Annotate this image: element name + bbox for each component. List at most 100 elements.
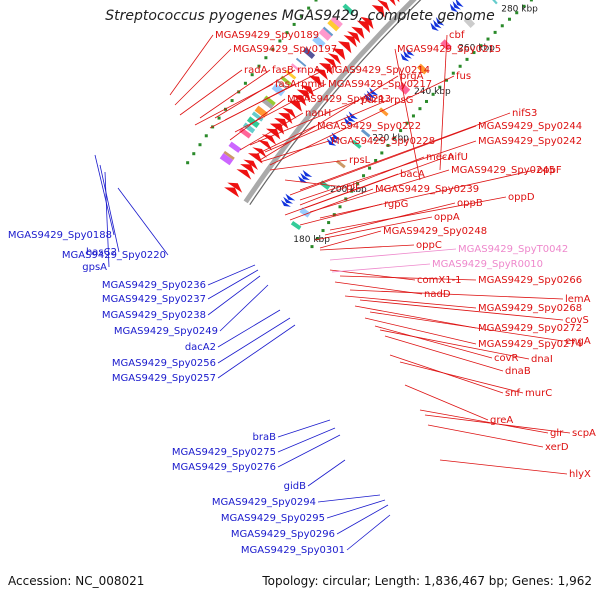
red-gene-label: rpsG — [390, 95, 413, 106]
forward-gene-arrow — [296, 89, 311, 101]
connector-line — [319, 230, 382, 249]
kbp-tick-label: 180 kbp — [293, 235, 330, 245]
reverse-gene-arrow — [366, 90, 376, 99]
cog-block — [219, 153, 234, 166]
inner-dot — [418, 107, 422, 111]
red-gene-label: MGAS9429_Spy0228 — [331, 136, 435, 147]
red-gene-label: MGAS9429_Spy0244 — [478, 121, 582, 132]
forward-gene-arrow — [261, 134, 277, 146]
forward-gene-arrow — [257, 139, 273, 151]
connector-line — [324, 202, 456, 236]
connector-line — [277, 434, 341, 468]
red-gene-label: MGAS9429_Spy0215 — [397, 44, 501, 55]
red-gene-label: prgA — [400, 71, 424, 82]
inner-dot — [362, 174, 366, 178]
blue-gene-label: MGAS9429_Spy0295 — [221, 513, 325, 524]
red-gene-label: fasB — [272, 65, 294, 76]
outer-dot — [243, 81, 247, 85]
connector-line — [329, 196, 507, 231]
red-gene-label: dnaI — [531, 354, 553, 365]
reverse-gene-arrow — [343, 117, 354, 125]
reverse-gene-arrow — [298, 176, 308, 184]
inner-dot — [368, 166, 372, 170]
cog-block — [295, 57, 307, 67]
forward-gene-arrow — [236, 169, 252, 180]
cog-block — [280, 75, 292, 86]
kbp-tick-label: 240 kbp — [414, 87, 451, 97]
inner-dot — [486, 37, 490, 41]
connector-line — [249, 99, 360, 146]
inner-dot — [458, 64, 462, 68]
red-gene-label: xerD — [545, 442, 569, 453]
forward-gene-arrow — [282, 107, 297, 119]
reverse-gene-arrow — [455, 0, 464, 8]
red-gene-label: bacA — [400, 169, 425, 180]
kbp-tick-label: 280 kbp — [501, 4, 538, 14]
connector-line — [319, 244, 415, 251]
inner-dot — [451, 71, 455, 75]
connector-line — [117, 187, 169, 256]
red-gene-label: nifS3 — [512, 108, 537, 119]
blue-gene-label: MGAS9429_Spy0237 — [102, 294, 206, 305]
blue-gene-label: MGAS9429_Spy0296 — [231, 529, 335, 540]
red-gene-label: covR — [494, 353, 519, 364]
connector-line — [307, 459, 346, 487]
connector-line — [254, 125, 316, 156]
connector-line — [369, 311, 564, 342]
red-gene-label: dnaB — [505, 366, 531, 377]
inner-dot — [321, 229, 325, 233]
reverse-gene-arrow — [405, 47, 415, 56]
inner-dot — [310, 245, 314, 249]
red-gene-label: oppD — [508, 192, 535, 203]
reverse-gene-arrow — [300, 172, 311, 181]
forward-gene-arrow — [331, 48, 346, 61]
forward-gene-arrow — [318, 62, 333, 75]
forward-gene-arrow — [240, 164, 255, 175]
inner-dot — [315, 237, 319, 241]
inner-dot — [327, 221, 331, 225]
red-gene-label: rpmH — [297, 79, 325, 90]
blue-gene-label: MGAS9429_Spy0238 — [102, 310, 206, 321]
connector-line — [207, 269, 259, 300]
connector-line — [239, 112, 304, 151]
cog-block — [330, 15, 343, 28]
forward-gene-arrow — [389, 0, 396, 7]
connector-line — [199, 69, 271, 119]
backbone — [243, 0, 417, 204]
blue-gene-label: MGAS9429_Spy0257 — [112, 373, 216, 384]
inner-dot — [438, 85, 442, 89]
connector-line — [359, 299, 564, 321]
red-gene-label: MGAS9429_Spy0266 — [478, 275, 582, 286]
forward-gene-arrow — [356, 20, 371, 33]
connector-line — [424, 414, 571, 434]
red-gene-label: MGAS9429_Spy0214 — [326, 65, 430, 76]
red-gene-label: MGAS9429_Spy0245 — [451, 165, 555, 176]
connector-line — [329, 248, 457, 261]
inner-cog-block — [417, 63, 429, 75]
forward-gene-arrow — [224, 187, 240, 198]
blue-gene-label: MGAS9429_Spy0294 — [212, 497, 316, 508]
connector-line — [399, 361, 524, 394]
inner-cog-block — [378, 107, 389, 117]
cog-block — [254, 105, 268, 118]
cog-block — [242, 122, 256, 134]
connector-line — [354, 305, 477, 329]
connector-line — [439, 34, 448, 171]
outer-dot — [285, 31, 289, 35]
blue-gene-label: gpsA — [82, 262, 107, 273]
connector-line — [217, 317, 291, 364]
connector-line — [289, 125, 477, 196]
reverse-gene-arrow — [449, 3, 459, 13]
connector-line — [289, 188, 374, 221]
red-gene-label: MGAS9429_Spy0248 — [383, 226, 487, 237]
backbone-inner — [249, 0, 422, 205]
red-gene-label: MGAS9429_Spy0268 — [478, 303, 582, 314]
red-gene-label: MGAS9429_Spy0222 — [317, 121, 421, 132]
connector-line — [94, 154, 115, 236]
outer-dot — [198, 143, 202, 147]
connector-line — [331, 263, 431, 273]
connector-line — [104, 171, 110, 268]
red-gene-label: MGAS9429_Spy0239 — [375, 184, 479, 195]
red-gene-label: murC — [525, 388, 552, 399]
